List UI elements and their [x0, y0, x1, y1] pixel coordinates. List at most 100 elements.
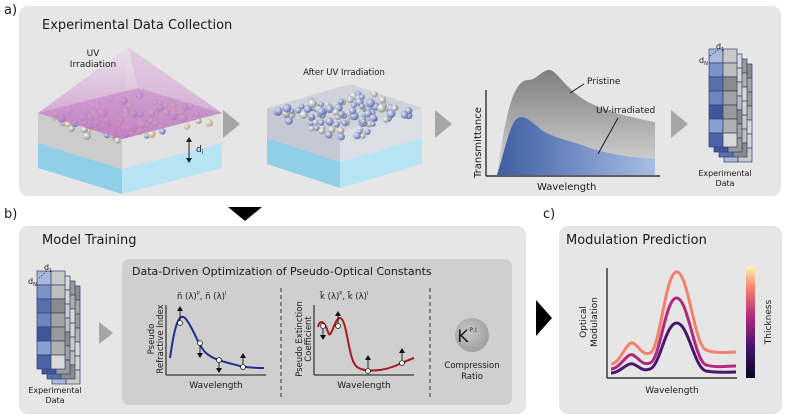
k-arrow-up-1 [335, 311, 341, 316]
compression-label-1: Compression [444, 361, 499, 371]
compression-ratio-symbol [455, 318, 489, 352]
particle [325, 131, 333, 139]
k-node-1 [320, 323, 326, 329]
optimization-title: Data-Driven Optimization of Pseudo-Optic… [132, 265, 432, 278]
k-node-3 [365, 368, 371, 374]
refractive-index-plot: ñ (λ)P, ñ (λ)I Pseudo Refractive Index W… [147, 291, 266, 391]
n-xlabel: Wavelength [189, 381, 242, 391]
irradiated-film-illustration [267, 84, 422, 188]
particle [114, 137, 121, 144]
uv-label-1: UV [87, 49, 101, 59]
particle [366, 98, 375, 108]
k-ylabel-2: Coefficient [304, 316, 314, 362]
particle [205, 119, 213, 127]
uv-label-2: Irradiation [70, 60, 116, 70]
particle [341, 119, 348, 126]
data-cell [50, 340, 66, 356]
particle [337, 98, 344, 105]
particle [325, 117, 334, 126]
modulation-plot: Optical Modulation Wavelength Thickness [579, 266, 774, 396]
stack-a-data-label-1: Experimental [698, 169, 751, 178]
particle [377, 103, 387, 113]
data-cell [36, 326, 52, 342]
experimental-data-stack-a [708, 48, 753, 163]
particle [317, 119, 325, 126]
after-uv-label: After UV Irradiation [303, 68, 385, 78]
k-node-4 [399, 360, 405, 366]
k-equation: k̃ (λ)P, k̃ (λ)I [319, 290, 368, 302]
data-cell [36, 340, 52, 356]
particle [303, 105, 312, 113]
particle [318, 127, 326, 135]
n-equation: ñ (λ)P, ñ (λ)I [177, 291, 226, 302]
panel-c-letter: c) [543, 207, 556, 222]
particle [332, 108, 340, 116]
n-node-1 [177, 320, 183, 326]
panel-c [559, 226, 782, 414]
flow-arrow-1 [223, 110, 240, 138]
modulation-curve-thick [610, 270, 737, 366]
particle [333, 121, 340, 128]
particle [338, 110, 345, 118]
panel-b-title: Model Training [42, 233, 137, 248]
particle [195, 118, 202, 124]
pristine-label: Pristine [587, 77, 621, 87]
particle [68, 125, 75, 132]
particle [313, 125, 320, 131]
particle [378, 96, 387, 104]
particle [337, 133, 345, 141]
data-cell [722, 76, 738, 92]
data-cell [722, 90, 738, 106]
particle [386, 109, 396, 119]
particle [318, 101, 325, 108]
particle [348, 107, 357, 115]
thickness-arrow-up [186, 137, 192, 142]
data-cell [708, 104, 724, 120]
stack-b-top-label: d1 [44, 263, 52, 274]
modulation-curve-thin [610, 321, 737, 375]
particle [312, 119, 319, 125]
flow-arrow-3 [671, 110, 688, 138]
stack-b-data-label-2: Data [45, 396, 64, 405]
stack-b-bottom-label: dN [28, 277, 37, 288]
colorbar-label: Thickness [764, 299, 774, 345]
thickness-arrow-down [186, 158, 192, 163]
n-arrow-up-2 [240, 353, 246, 358]
particle [317, 107, 326, 116]
particle [328, 126, 336, 134]
transmittance-ylabel: Transmittance [473, 107, 484, 179]
data-cell [50, 270, 66, 286]
panel-a-letter: a) [4, 3, 18, 18]
particle [382, 116, 390, 123]
experimental-data-stack-b [36, 270, 81, 385]
particle [183, 123, 191, 130]
k-arrow-up-3 [399, 348, 405, 353]
data-cell [50, 326, 66, 342]
particle [307, 99, 317, 108]
data-cell [722, 48, 738, 64]
data-cell [36, 354, 52, 370]
data-cell [36, 284, 52, 300]
k-node-2 [335, 323, 341, 329]
particle [298, 103, 305, 110]
n-ylabel-2: Refractive Index [156, 304, 166, 373]
data-cell [722, 62, 738, 78]
k-xlabel: Wavelength [337, 381, 390, 391]
n-node-2 [197, 340, 203, 346]
thickness-label: di [196, 145, 204, 156]
n-arrow-up-1 [177, 306, 183, 311]
pristine-pointer [569, 83, 585, 94]
k-ylabel-1: Pseudo Extinction [295, 301, 305, 377]
data-cell [722, 118, 738, 134]
panel-a-title: Experimental Data Collection [42, 18, 233, 33]
stack-b-data-label-1: Experimental [28, 386, 81, 395]
particle [360, 118, 367, 125]
k-arrow-up-2 [365, 355, 371, 360]
particle [295, 107, 302, 114]
uv-irradiated-label: UV-irradiated [596, 106, 655, 116]
n-node-3 [216, 357, 222, 363]
particle [159, 128, 166, 135]
particle [391, 105, 398, 112]
n-ylabel-1: Pseudo [147, 324, 157, 355]
